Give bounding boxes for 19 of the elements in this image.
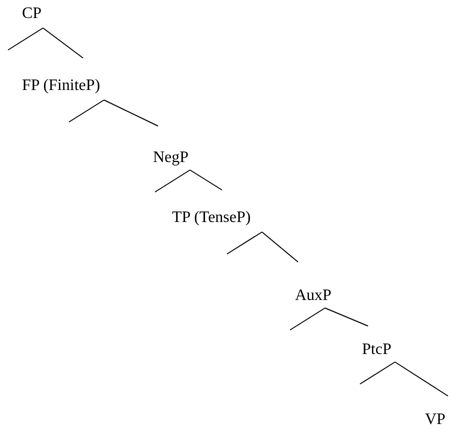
tree-branch — [154, 170, 190, 192]
tree-branch — [68, 100, 104, 122]
node-label: TP (TenseP) — [171, 208, 252, 227]
tree-branch — [360, 362, 396, 384]
tree-branch — [190, 170, 222, 190]
node-label: VP — [424, 410, 446, 429]
tree-branch — [104, 100, 158, 126]
tree-branch — [394, 362, 448, 396]
tree-branch — [262, 232, 298, 262]
tree-branch — [226, 232, 262, 254]
tree-branch — [290, 308, 326, 330]
node-label: PtcP — [361, 340, 392, 359]
node-label: CP — [21, 4, 43, 23]
tree-branch — [324, 308, 368, 326]
tree-branch — [42, 28, 84, 58]
tree-branch — [8, 28, 44, 50]
node-label: FP (FiniteP) — [21, 76, 102, 95]
node-label: NegP — [152, 148, 190, 167]
node-label: AuxP — [294, 286, 332, 305]
